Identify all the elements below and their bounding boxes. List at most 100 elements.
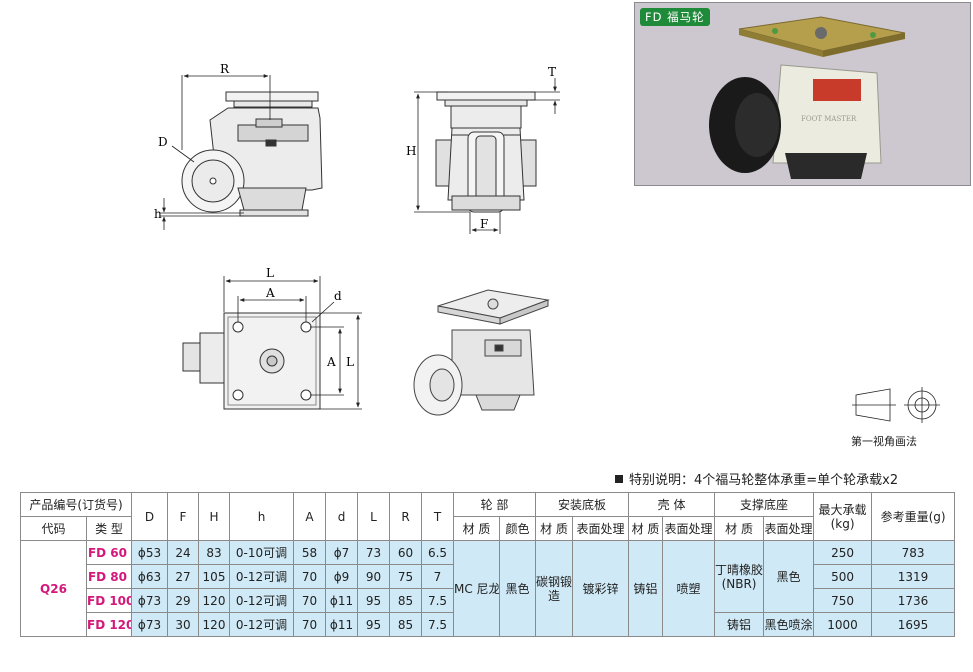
isometric-rendering	[413, 289, 550, 416]
product-photo: FOOT MASTER FD 福马轮	[634, 2, 971, 186]
header-max-load: 最大承载(kg)	[813, 492, 873, 541]
cell-ref-weight: 1736	[871, 588, 956, 613]
cell-H: 120	[198, 612, 230, 637]
cell-H: 120	[198, 588, 230, 613]
header-shell-material: 材 质	[628, 516, 664, 541]
top-view-drawing	[182, 312, 321, 410]
dim-label-A-side: A	[326, 355, 336, 369]
support-surface: 黑色	[763, 540, 815, 613]
cell-D: ϕ73	[131, 612, 168, 637]
dim-label-L-side: L	[346, 355, 354, 369]
mount-material: 碳钢锻造	[535, 540, 574, 637]
cell-h: 0-12可调	[229, 612, 294, 637]
projection-symbol-icon	[852, 387, 940, 423]
header-support-base: 支撑底座	[714, 492, 815, 517]
model-cell: FD 60	[86, 540, 132, 565]
wheel-material: MC 尼龙	[453, 540, 500, 637]
cell-max-load: 750	[813, 588, 873, 613]
table-row: Q26 FD 60 ϕ53 24 83 0-10可调 58 ϕ7 73 60 6…	[20, 540, 956, 637]
header-wheel-material: 材 质	[453, 516, 500, 541]
header-dim-h: h	[229, 492, 294, 541]
cell-D: ϕ73	[131, 588, 168, 613]
side-view-dims	[160, 74, 271, 230]
model-cell: FD 100	[86, 588, 132, 613]
shell-material: 铸铝	[628, 540, 664, 637]
spec-table: 产品编号(订货号) D F H h A d L R T 轮 部 安装底板 壳 体…	[20, 492, 956, 637]
front-view-drawing	[435, 91, 537, 213]
bullet-square-icon	[615, 475, 623, 483]
cell-L: 90	[357, 564, 390, 589]
cell-T: 7.5	[421, 612, 454, 637]
dim-label-T: T	[548, 65, 556, 79]
header-dim-H: H	[198, 492, 230, 541]
cell-h: 0-10可调	[229, 540, 294, 565]
cell-d: ϕ11	[325, 588, 358, 613]
special-note: 特别说明：4个福马轮整体承重=单个轮承载x2	[615, 469, 898, 488]
cell-T: 7.5	[421, 588, 454, 613]
cell-R: 60	[389, 540, 422, 565]
cell-d: ϕ7	[325, 540, 358, 565]
note-text: 特别说明：4个福马轮整体承重=单个轮承载x2	[629, 473, 899, 488]
header-ref-weight: 参考重量(g)	[871, 492, 956, 541]
header-dim-T: T	[421, 492, 454, 541]
side-view-drawing	[181, 91, 323, 217]
svg-text:FOOT MASTER: FOOT MASTER	[801, 115, 857, 123]
wheel-color: 黑色	[498, 540, 537, 637]
cell-A: 70	[293, 588, 326, 613]
cell-F: 27	[167, 564, 199, 589]
cell-D: ϕ53	[131, 540, 168, 565]
cell-H: 83	[198, 540, 230, 565]
header-product-code: 产品编号(订货号)	[20, 492, 132, 517]
cell-T: 7	[421, 564, 454, 589]
header-dim-A: A	[293, 492, 326, 541]
mount-surface: 镀彩锌	[572, 540, 630, 637]
cell-ref-weight: 1695	[871, 612, 956, 637]
header-support-material: 材 质	[714, 516, 765, 541]
cell-ref-weight: 783	[871, 540, 956, 565]
header-dim-R: R	[389, 492, 422, 541]
cell-H: 105	[198, 564, 230, 589]
cell-L: 73	[357, 540, 390, 565]
cell-ref-weight: 1319	[871, 564, 956, 589]
product-code: Q26	[20, 540, 87, 637]
table-row: FD 80 ϕ63 27 105 0-12可调 70 ϕ9 90 75 7 50…	[21, 564, 956, 589]
header-mount-surface: 表面处理	[572, 516, 630, 541]
cell-F: 30	[167, 612, 199, 637]
support-surface-b: 黑色喷涂	[763, 612, 815, 637]
header-mount-material: 材 质	[535, 516, 574, 541]
model-cell: FD 120	[86, 612, 132, 637]
cell-R: 85	[389, 588, 422, 613]
header-type: 类 型	[86, 516, 132, 541]
header-support-surface: 表面处理	[763, 516, 815, 541]
dim-label-L-top: L	[266, 266, 274, 280]
cell-F: 24	[167, 540, 199, 565]
header-dim-F: F	[167, 492, 199, 541]
cell-A: 70	[293, 564, 326, 589]
header-mount-plate: 安装底板	[535, 492, 630, 517]
header-dim-d: d	[325, 492, 358, 541]
support-material: 丁晴橡胶(NBR)	[714, 540, 765, 613]
dim-label-D: D	[158, 135, 168, 149]
dim-label-R: R	[220, 62, 230, 76]
shell-surface: 喷塑	[662, 540, 716, 637]
dim-label-h: h	[154, 207, 162, 221]
header-shell-surface: 表面处理	[662, 516, 716, 541]
cell-D: ϕ63	[131, 564, 168, 589]
cell-d: ϕ9	[325, 564, 358, 589]
top-view-dims	[223, 276, 362, 410]
cell-L: 95	[357, 612, 390, 637]
cell-F: 29	[167, 588, 199, 613]
support-material-b: 铸铝	[714, 612, 765, 637]
dim-label-d: d	[334, 289, 342, 303]
cell-max-load: 250	[813, 540, 873, 565]
dim-label-F: F	[480, 217, 488, 231]
cell-A: 70	[293, 612, 326, 637]
caster-photo-illustration: FOOT MASTER	[709, 16, 906, 179]
cell-R: 75	[389, 564, 422, 589]
model-cell: FD 80	[86, 564, 132, 589]
header-wheel-color: 颜色	[498, 516, 537, 541]
table-row: FD 120 ϕ73 30 120 0-12可调 70 ϕ11 95 85 7.…	[21, 612, 956, 637]
cell-R: 85	[389, 612, 422, 637]
header-dim-L: L	[357, 492, 390, 541]
